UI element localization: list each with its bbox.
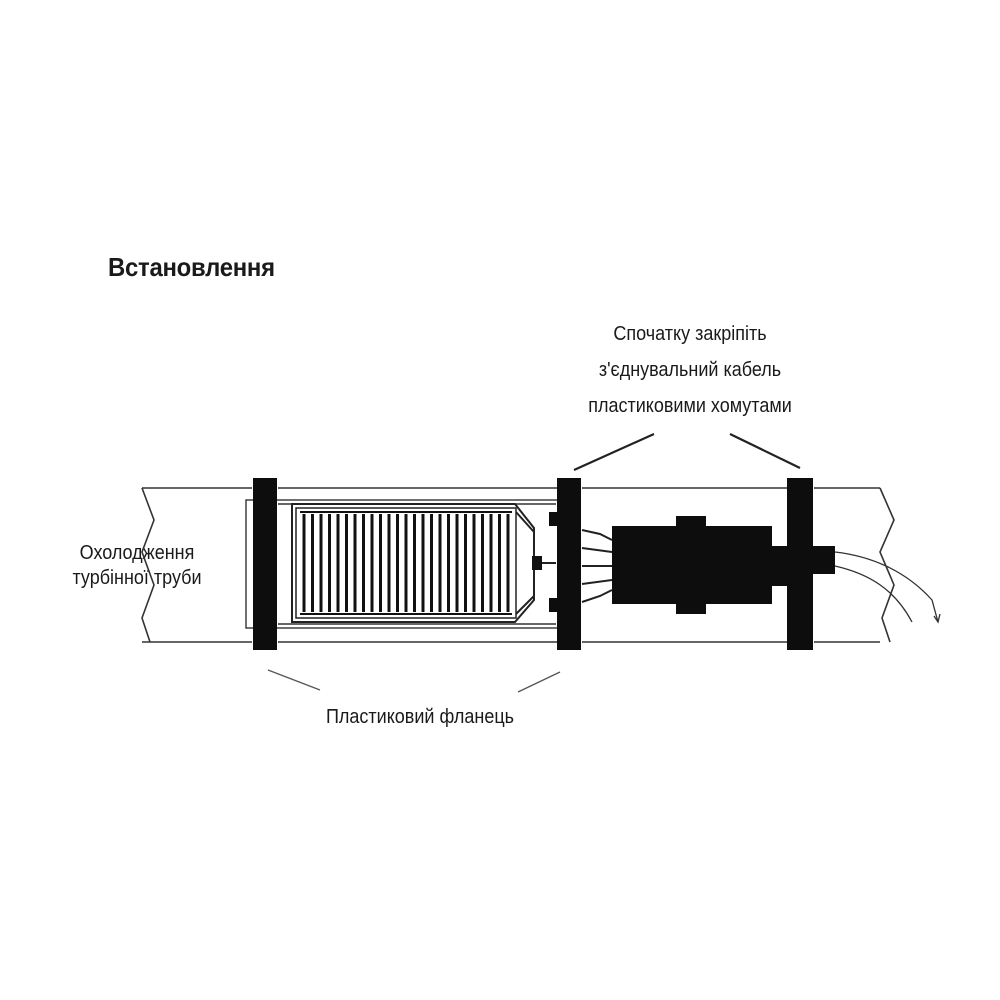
probe-tip (532, 556, 542, 570)
flange-middle (549, 478, 581, 650)
flange-right (787, 478, 813, 650)
callout-line-1: Спочатку закріпіть (613, 323, 767, 345)
cable-connector (612, 516, 835, 614)
cable-tie-callout: Спочатку закріпіть з'єднувальний кабель … (555, 316, 825, 424)
callout-pointers (573, 432, 801, 472)
flange-label: Пластиковий фланець (325, 706, 515, 728)
flange-left (253, 478, 277, 650)
pipe-label-line-1: Охолодження (79, 542, 195, 564)
cable (834, 551, 941, 624)
page-title: Встановлення (108, 252, 275, 282)
connector-wires (581, 529, 613, 603)
heating-element (291, 503, 556, 623)
callout-line-3: пластиковими хомутами (588, 395, 792, 417)
pipe-label: Охолодження турбінної труби (70, 541, 205, 591)
pipe (141, 487, 895, 643)
callout-line-2: з'єднувальний кабель (598, 359, 782, 381)
flange-pointers (267, 669, 561, 693)
pipe-label-line-2: турбінної труби (72, 567, 202, 589)
